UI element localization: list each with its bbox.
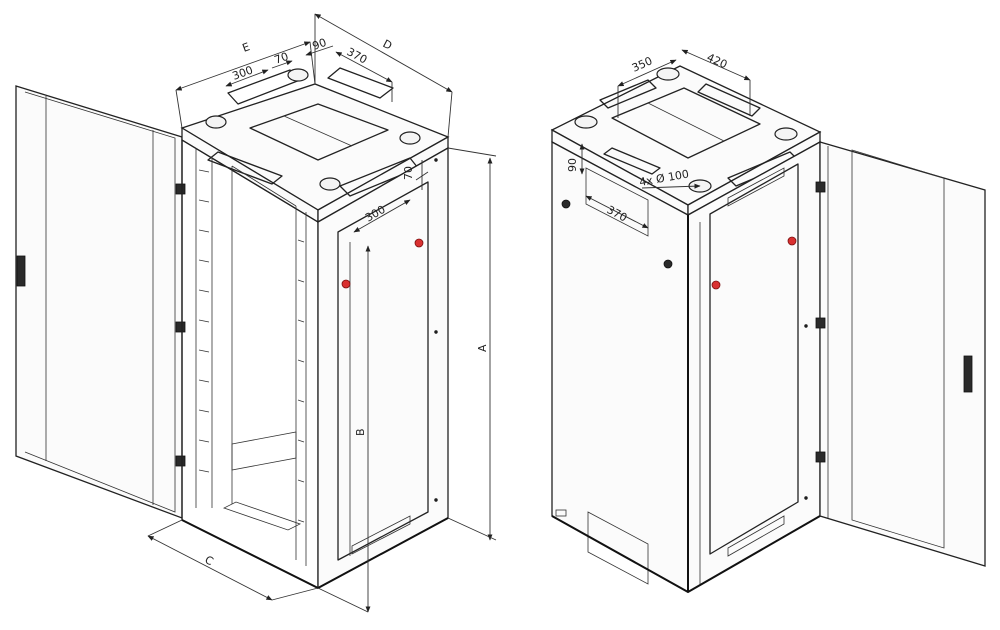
dim-top-70: 70: [273, 50, 291, 67]
cable-hole-icon: [205, 115, 227, 129]
cable-hole-icon: [287, 68, 309, 82]
cable-hole-icon: [656, 67, 680, 81]
dim-420: 420: [705, 51, 729, 71]
door-handle-icon: [16, 255, 26, 287]
dim-top-300: 300: [231, 63, 255, 82]
dim-top-90: 90: [311, 36, 329, 53]
door-handle-icon: [963, 355, 973, 393]
hinge-icon: [175, 321, 186, 333]
dimensions-right: [579, 49, 751, 229]
dim-D: D: [381, 37, 395, 52]
dim-90: 90: [566, 158, 579, 172]
lock-indicator-icon: [414, 238, 424, 248]
hinge-icon: [175, 455, 186, 467]
cable-hole-icon: [574, 115, 598, 129]
cable-hole-icon: [399, 131, 421, 145]
dim-front-70: 70: [402, 166, 415, 180]
dimensions-left: [147, 13, 497, 613]
lock-icon: [561, 199, 571, 209]
lock-indicator-icon: [341, 279, 351, 289]
hinge-icon: [815, 451, 826, 463]
cable-hole-icon: [319, 177, 341, 191]
hinge-icon: [815, 181, 826, 193]
open-door-right: [815, 141, 986, 567]
hinge-icon: [175, 183, 186, 195]
lock-indicator-icon: [787, 236, 797, 246]
right-cabinet-view: 350 420 90 4x Ø 100 370: [550, 49, 986, 594]
lock-indicator-icon: [711, 280, 721, 290]
hinge-icon: [815, 317, 826, 329]
dim-E: E: [241, 40, 252, 55]
dim-A: A: [476, 344, 489, 352]
dim-B: B: [354, 428, 367, 436]
cable-hole-icon: [774, 127, 798, 141]
open-door-left: [15, 85, 186, 519]
dim-C: C: [203, 553, 216, 568]
front-panel-right: [551, 140, 821, 594]
lock-icon: [663, 259, 673, 269]
left-cabinet-view: 300 70 90 370 E D 300 70 A B C: [15, 13, 497, 613]
